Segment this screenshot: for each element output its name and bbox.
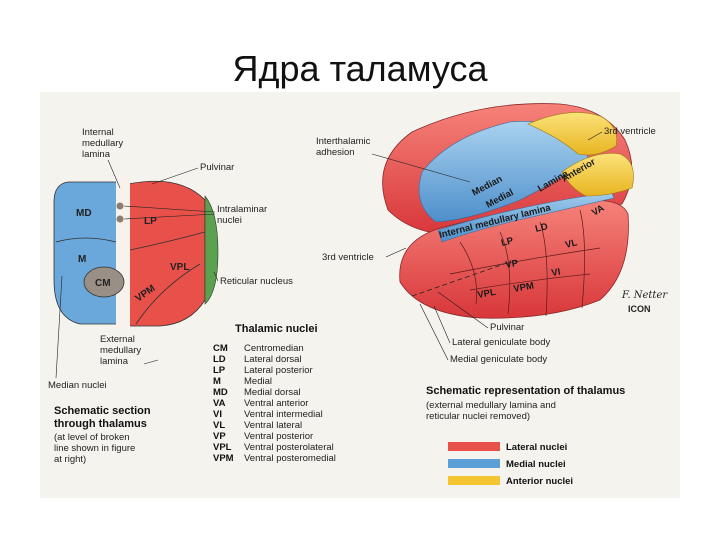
intralaminar-dot-1 <box>117 203 124 210</box>
color-legend-label: Lateral nuclei <box>506 442 567 453</box>
medial-geniculate-label: Medial geniculate body <box>450 354 547 365</box>
slide-title: Ядра таламуса <box>0 48 720 90</box>
leader-external-lamina <box>144 360 158 364</box>
leader-pulvinar-left <box>152 168 198 184</box>
median-nuclei-label: Median nuclei <box>48 380 107 391</box>
abbreviation-code: VL <box>213 420 225 431</box>
svg-text:through thalamus: through thalamus <box>54 418 147 430</box>
section-vpl-label: VPL <box>170 262 189 273</box>
color-swatch <box>448 442 500 451</box>
internal-medullary-lamina-label: Internal medullary lamina <box>82 127 123 160</box>
netter-signature: F. Netter <box>621 290 668 301</box>
external-medullary-lamina-label: External medullary lamina <box>100 334 141 367</box>
svg-text:Internal: Internal <box>82 127 114 138</box>
abbreviation-code: VPM <box>213 453 234 464</box>
schematic-vp-label: VP <box>505 258 520 271</box>
section-cm-label: CM <box>95 278 111 289</box>
section-m-label: M <box>78 254 86 265</box>
svg-text:External: External <box>100 334 135 345</box>
abbreviation-name: Lateral dorsal <box>244 354 302 365</box>
intralaminar-dot-2 <box>117 216 124 223</box>
lateral-geniculate-label: Lateral geniculate body <box>452 337 550 348</box>
abbreviation-name: Ventral intermedial <box>244 409 323 420</box>
svg-text:(external medullary lamina and: (external medullary lamina and <box>426 400 556 411</box>
abbreviation-code: VI <box>213 409 222 420</box>
abbreviation-code: VP <box>213 431 226 442</box>
reticular-nucleus-label: Reticular nucleus <box>220 276 293 287</box>
svg-text:medullary: medullary <box>82 138 123 149</box>
abbreviation-name: Centromedian <box>244 343 304 354</box>
thalamus-figure: MD M CM LP VPL VPM Internal medullary la… <box>40 92 680 498</box>
pulvinar-label-left: Pulvinar <box>200 162 234 173</box>
publisher-mark: ICON <box>628 304 651 314</box>
section-md-label: MD <box>76 208 92 219</box>
abbreviation-name: Ventral posterolateral <box>244 442 334 453</box>
abbreviation-name: Ventral lateral <box>244 420 302 431</box>
abbreviation-code: VPL <box>213 442 232 453</box>
svg-text:medullary: medullary <box>100 345 141 356</box>
section-caption: Schematic section through thalamus (at l… <box>54 405 151 465</box>
abbreviation-name: Ventral anterior <box>244 398 308 409</box>
color-legend-label: Medial nuclei <box>506 459 566 470</box>
svg-text:Interthalamic: Interthalamic <box>316 136 371 147</box>
abbreviation-code: VA <box>213 398 226 409</box>
abbreviation-code: MD <box>213 387 228 398</box>
color-swatch <box>448 476 500 485</box>
color-swatch <box>448 459 500 468</box>
svg-text:(at level of broken: (at level of broken <box>54 432 130 443</box>
abbreviation-name: Ventral posterior <box>244 431 313 442</box>
abbreviation-name: Lateral posterior <box>244 365 313 376</box>
schematic-caption: Schematic representation of thalamus (ex… <box>426 385 625 422</box>
svg-text:Schematic section: Schematic section <box>54 405 151 417</box>
svg-text:Intralaminar: Intralaminar <box>217 204 267 215</box>
abbreviation-code: M <box>213 376 221 387</box>
intralaminar-nuclei-label: Intralaminar nuclei <box>217 204 267 226</box>
abbreviation-code: LP <box>213 365 226 376</box>
third-ventricle-top-label: 3rd ventricle <box>604 126 656 137</box>
abbreviation-name: Medial dorsal <box>244 387 301 398</box>
svg-text:nuclei: nuclei <box>217 215 242 226</box>
svg-text:line shown in figure: line shown in figure <box>54 443 135 454</box>
abbreviation-heading: Thalamic nuclei <box>235 323 318 335</box>
third-ventricle-left-label: 3rd ventricle <box>322 252 374 263</box>
svg-text:reticular nuclei removed): reticular nuclei removed) <box>426 411 530 422</box>
section-internal-lamina <box>116 176 130 328</box>
svg-text:adhesion: adhesion <box>316 147 355 158</box>
abbreviation-code: LD <box>213 354 226 365</box>
pulvinar-label-right: Pulvinar <box>490 322 524 333</box>
svg-text:Schematic representation of th: Schematic representation of thalamus <box>426 385 625 397</box>
abbreviation-name: Medial <box>244 376 272 387</box>
color-legend-label: Anterior nuclei <box>506 476 573 487</box>
thalamus-figure-svg: MD M CM LP VPL VPM Internal medullary la… <box>40 92 680 498</box>
svg-text:lamina: lamina <box>100 356 129 367</box>
section-medial-region <box>54 182 118 324</box>
schematic-vi-label: VI <box>551 267 562 279</box>
leader-third-ventricle-left <box>386 248 406 257</box>
interthalamic-adhesion-label: Interthalamic adhesion <box>316 136 371 158</box>
abbreviation-code: CM <box>213 343 228 354</box>
thalamus-schematic: Median Medial Lamina Anterior Internal m… <box>316 104 668 422</box>
abbreviation-name: Ventral posteromedial <box>244 453 336 464</box>
svg-text:lamina: lamina <box>82 149 111 160</box>
svg-text:at right): at right) <box>54 454 86 465</box>
